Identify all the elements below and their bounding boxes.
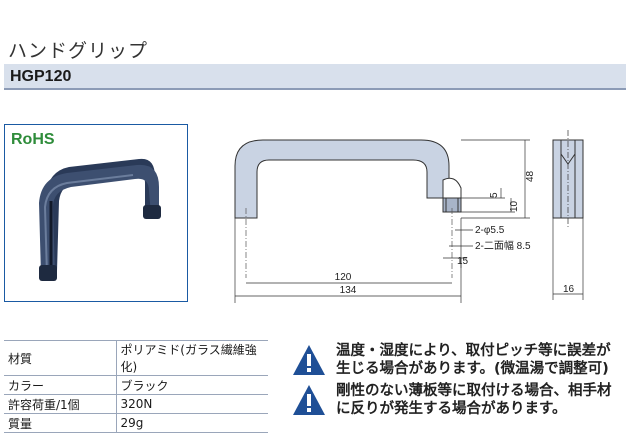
page-title: ハンドグリップ bbox=[8, 40, 149, 62]
spec-table: 材質 ポリアミド(ガラス繊維強化) カラー ブラック 許容荷重/1個 320N … bbox=[4, 340, 268, 433]
technical-drawing: 120 134 48 5 10 2-φ5.5 2-二面幅 8.5 15 16 bbox=[234, 130, 584, 303]
dim-flat: 2-二面幅 8.5 bbox=[475, 239, 531, 252]
spec-row: 材質 ポリアミド(ガラス繊維強化) bbox=[4, 340, 268, 376]
dim-120: 120 bbox=[335, 272, 352, 283]
product-photo: RoHS bbox=[4, 124, 188, 302]
model-number: HGP120 bbox=[10, 68, 72, 85]
warning-icon bbox=[293, 345, 325, 375]
dim-5: 5 bbox=[489, 192, 500, 198]
model-bar: HGP120 bbox=[4, 64, 626, 90]
warning-icon bbox=[293, 385, 325, 415]
dim-hole: 2-φ5.5 bbox=[475, 225, 505, 236]
spec-row: 質量 29g bbox=[4, 413, 268, 433]
handle-photo-image bbox=[39, 158, 161, 281]
dim-15: 15 bbox=[457, 256, 469, 267]
dim-10: 10 bbox=[509, 200, 520, 212]
spec-row: カラー ブラック bbox=[4, 375, 268, 395]
handle-front-view bbox=[234, 139, 450, 219]
rohs-badge: RoHS bbox=[11, 131, 55, 148]
dim-48: 48 bbox=[525, 170, 536, 182]
dim-16: 16 bbox=[563, 284, 575, 295]
spec-row: 許容荷重/1個 320N bbox=[4, 394, 268, 414]
dim-134: 134 bbox=[340, 285, 357, 296]
